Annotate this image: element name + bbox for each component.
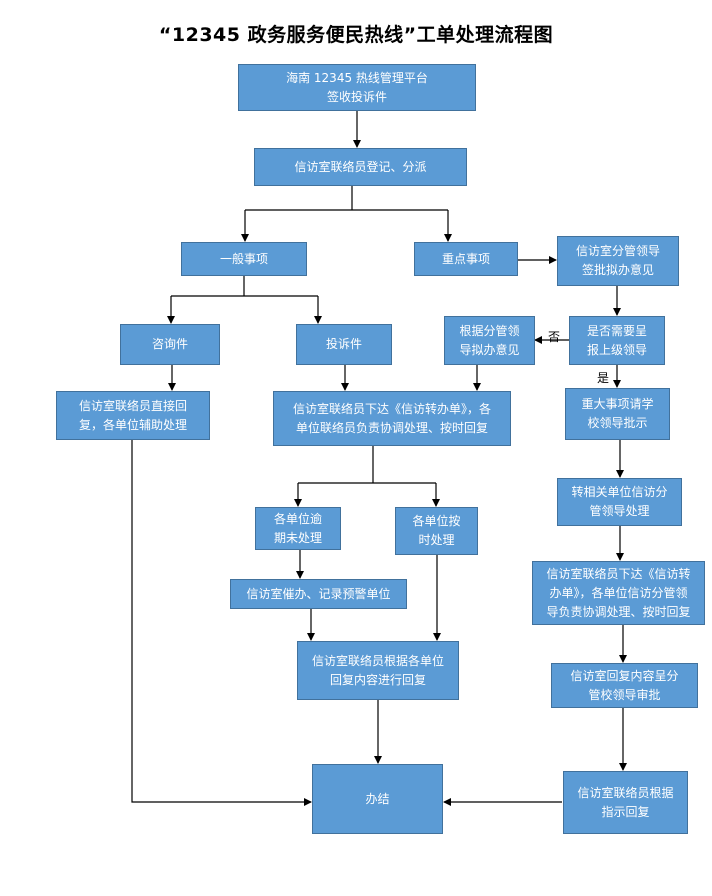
node-ontime: 各单位按 时处理 <box>395 507 478 555</box>
node-leader-sign: 信访室分管领导 签批拟办意见 <box>557 236 679 286</box>
node-direct-reply: 信访室联络员直接回 复，各单位辅助处理 <box>56 391 210 440</box>
node-consult: 咨询件 <box>120 324 220 365</box>
label-no: 否 <box>548 330 561 344</box>
diagram-title: “12345 政务服务便民热线”工单处理流程图 <box>158 24 554 46</box>
node-issue-transfer: 信访室联络员下达《信访转办单》，各 单位联络员负责协调处理、按时回复 <box>273 391 511 446</box>
node-general-matter: 一般事项 <box>181 242 307 276</box>
label-yes: 是 <box>597 371 610 385</box>
node-review-approval: 信访室回复内容呈分 管校领导审批 <box>551 663 698 708</box>
node-urge-record: 信访室催办、记录预警单位 <box>230 579 407 609</box>
node-platform-receive: 海南 12345 热线管理平台 签收投诉件 <box>238 64 476 111</box>
node-decision-report: 是否需要呈 报上级领导 <box>569 316 665 365</box>
node-reply-by-instruction: 信访室联络员根据 指示回复 <box>563 771 688 834</box>
node-transfer-unit: 转相关单位信访分 管领导处理 <box>557 478 682 526</box>
node-school-approval: 重大事项请学 校领导批示 <box>565 388 670 440</box>
node-completed: 办结 <box>312 764 443 834</box>
node-reply-by-units: 信访室联络员根据各单位 回复内容进行回复 <box>297 641 459 700</box>
node-complaint: 投诉件 <box>296 324 392 365</box>
node-issue-transfer-2: 信访室联络员下达《信访转 办单》，各单位信访分管领 导负责协调处理、按时回复 <box>532 561 705 625</box>
node-key-matter: 重点事项 <box>414 242 518 276</box>
node-register-assign: 信访室联络员登记、分派 <box>254 148 467 186</box>
node-leader-opinion: 根据分管领 导拟办意见 <box>444 316 535 365</box>
node-overdue: 各单位逾 期未处理 <box>255 507 341 550</box>
edge-direct-reply-to-done <box>131 440 312 806</box>
